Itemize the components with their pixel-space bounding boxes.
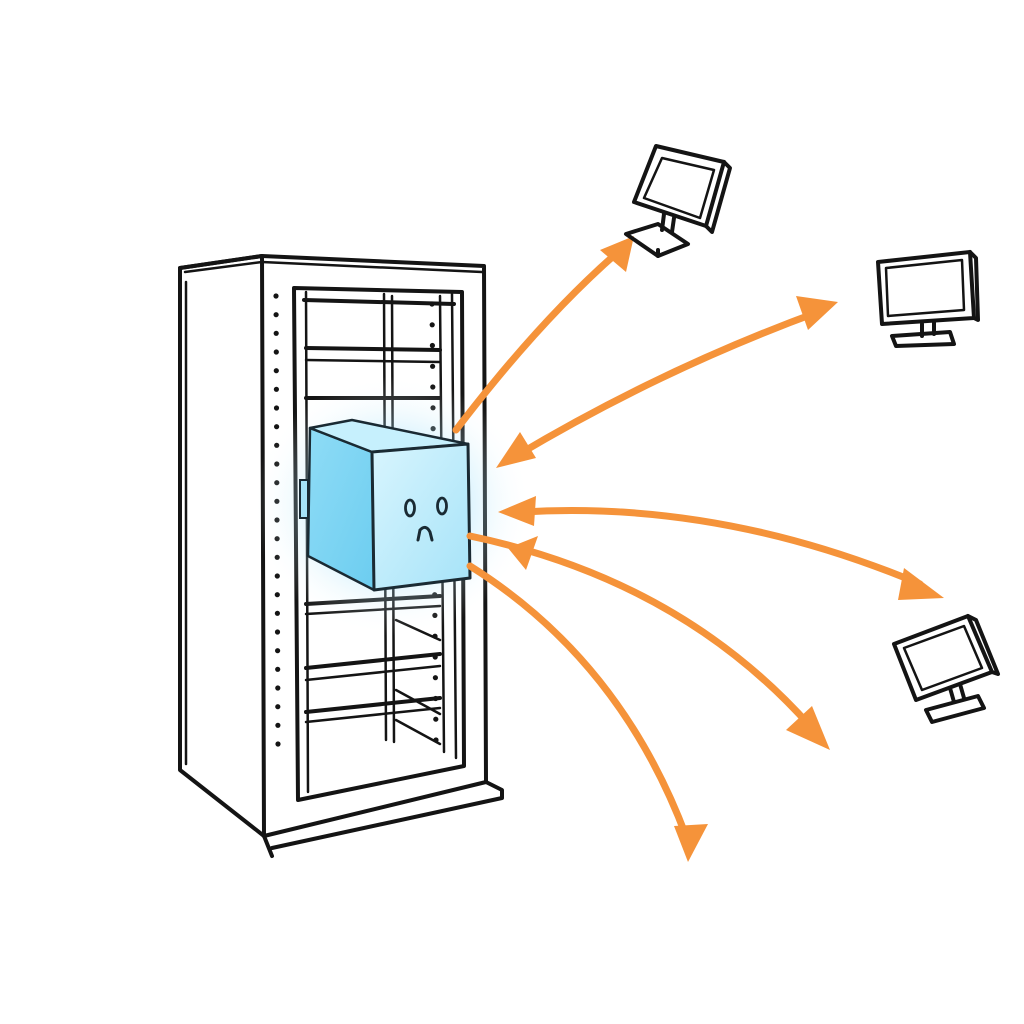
rack-hole xyxy=(429,322,435,328)
rack-hole xyxy=(273,386,279,392)
rack-hole xyxy=(275,666,281,672)
rack-hole xyxy=(273,368,279,374)
arrow-to-monitor-1 xyxy=(452,236,634,434)
computer-monitor-icon xyxy=(892,614,1000,724)
rack-hole xyxy=(275,722,281,728)
rack-hole xyxy=(432,675,438,681)
rack-hole xyxy=(273,330,279,336)
computer-monitor-icon xyxy=(876,250,980,348)
arrow-to-monitor-2 xyxy=(496,296,838,468)
rack-hole xyxy=(433,695,439,702)
rack-hole xyxy=(274,424,280,430)
rack-hole xyxy=(273,293,279,299)
rack-hole xyxy=(432,654,438,660)
rack-hole xyxy=(273,349,279,355)
glowing-server-module-icon xyxy=(252,376,532,636)
computer-monitor-icon xyxy=(624,144,732,258)
rack-hole xyxy=(432,633,438,639)
rack-hole xyxy=(275,648,281,654)
rack-hole xyxy=(275,685,281,691)
rack-hole xyxy=(275,704,281,710)
rack-hole xyxy=(433,737,439,743)
rack-hole xyxy=(433,716,439,722)
rack-hole xyxy=(275,741,281,747)
rack-hole xyxy=(430,363,436,369)
rack-hole xyxy=(274,610,280,616)
rack-hole xyxy=(273,312,279,318)
rack-hole xyxy=(429,342,435,349)
rack-hole xyxy=(429,301,435,307)
rack-hole xyxy=(274,629,281,635)
rack-hole xyxy=(273,405,280,411)
rack-hole xyxy=(274,592,280,598)
arrow-to-lower-right xyxy=(466,532,830,750)
arrow-to-bottom xyxy=(466,562,708,862)
arrow-to-monitor-3 xyxy=(498,496,944,600)
module-face xyxy=(404,496,448,542)
connection-arrows xyxy=(452,236,944,862)
